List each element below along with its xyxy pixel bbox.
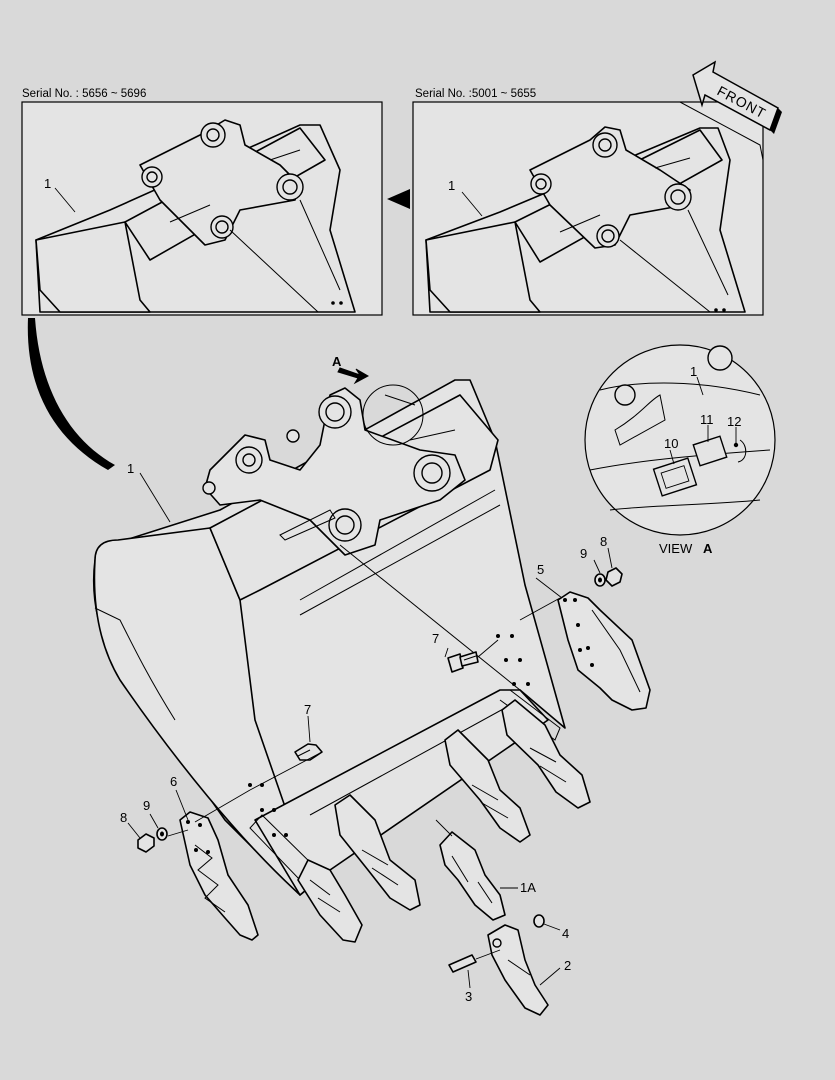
tooth-adapter-1a: 1A <box>435 819 536 921</box>
tooth-3 <box>444 729 531 843</box>
curved-arrow-icon <box>27 318 115 470</box>
view-a-circle <box>584 344 776 536</box>
bolt-head-right <box>447 653 464 673</box>
view-a-callout-10: 10 <box>664 436 678 451</box>
inset-left-callout: 1 <box>44 176 51 191</box>
side-cutter-6 <box>179 811 259 941</box>
callout-3: 3 <box>465 989 472 1004</box>
plate-11 <box>692 435 728 467</box>
callout-1-main: 1 <box>127 461 134 476</box>
bolt-right: 7 <box>432 631 499 673</box>
side-cutter-right: 5 9 8 <box>519 534 651 711</box>
nut-left <box>137 833 155 853</box>
bucket-side-plate <box>93 527 311 894</box>
tooth-pin <box>448 954 477 973</box>
callout-1a: 1A <box>520 880 536 895</box>
tooth-4 <box>501 699 591 809</box>
plate-10 <box>652 457 698 497</box>
bucket-teeth <box>297 699 591 943</box>
callout-2: 2 <box>564 958 571 973</box>
tooth-2 <box>334 794 421 911</box>
side-cutter-5 <box>557 591 651 711</box>
boss-plates <box>204 387 466 556</box>
view-a-arrow-icon <box>337 367 370 385</box>
inset-left: Serial No. : 5656 ~ 5696 1 <box>21 88 383 316</box>
inset-arrow-icon <box>387 189 410 209</box>
view-a-marker: A <box>332 354 370 385</box>
callout-8-left: 8 <box>120 810 127 825</box>
view-a-marker-label: A <box>332 354 342 369</box>
nut-right <box>605 567 623 587</box>
bolt-left: 7 <box>249 702 323 791</box>
rivet-12 <box>733 442 739 448</box>
inset-left-bucket: 1 <box>35 119 356 313</box>
side-cutter-left: 6 9 8 <box>120 774 259 941</box>
tooth-adapter <box>439 831 506 921</box>
tooth-1 <box>297 859 363 943</box>
view-a-callout-1: 1 <box>690 364 697 379</box>
view-a-callout-11: 11 <box>700 412 714 427</box>
cutting-edge <box>254 689 549 896</box>
callout-4: 4 <box>562 926 569 941</box>
main-bucket <box>92 379 566 896</box>
inset-right-callout: 1 <box>448 178 455 193</box>
inset-right: Serial No. :5001 ~ 5655 1 <box>412 88 764 316</box>
boss-plate-right <box>529 126 691 249</box>
tooth-lock <box>533 914 545 928</box>
callout-8-right: 8 <box>600 534 607 549</box>
view-a-caption: VIEW <box>659 541 693 556</box>
front-arrow-icon: FRONT <box>692 60 782 134</box>
view-a-caption-ref: A <box>703 541 713 556</box>
callout-7-right: 7 <box>432 631 439 646</box>
tooth-assembly: 4 2 3 <box>448 914 571 1016</box>
inset-left-header: Serial No. : 5656 ~ 5696 <box>22 88 146 100</box>
callout-6: 6 <box>170 774 177 789</box>
view-a-callout-12: 12 <box>727 414 741 429</box>
callout-9-right: 9 <box>580 546 587 561</box>
callout-7-left: 7 <box>304 702 311 717</box>
callout-9-left: 9 <box>143 798 150 813</box>
callout-5: 5 <box>537 562 544 577</box>
inset-right-header: Serial No. :5001 ~ 5655 <box>415 88 536 100</box>
inset-right-bucket: 1 <box>425 126 746 313</box>
tooth-point <box>487 924 549 1016</box>
view-a-detail: 1 10 11 12 VIEW A <box>584 344 776 556</box>
